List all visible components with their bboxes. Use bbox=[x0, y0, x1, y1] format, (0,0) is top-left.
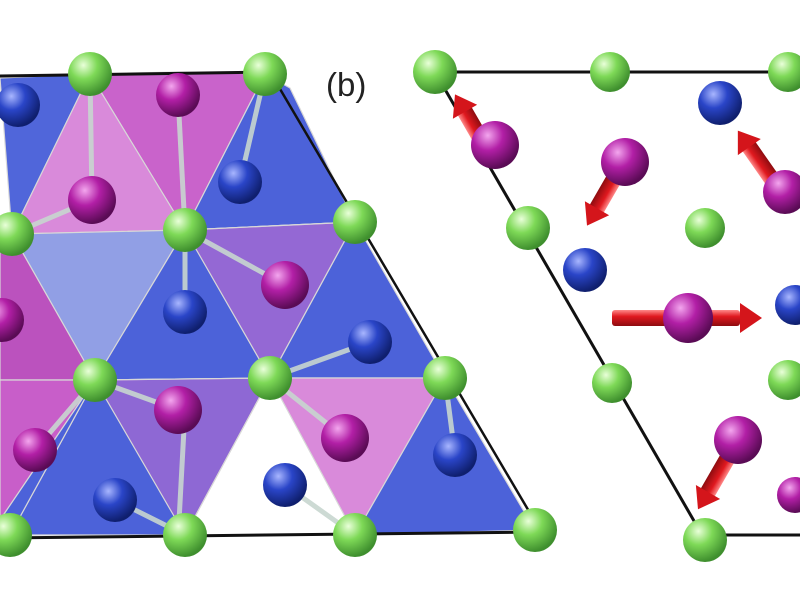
magenta-atom bbox=[13, 428, 57, 472]
magenta-atom bbox=[156, 73, 200, 117]
green-atom bbox=[0, 513, 32, 557]
green-atom bbox=[768, 360, 800, 400]
green-atom bbox=[423, 356, 467, 400]
magenta-atom bbox=[777, 477, 800, 513]
green-atom bbox=[163, 208, 207, 252]
magenta-atom bbox=[68, 176, 116, 224]
unit-cell-edge bbox=[268, 71, 542, 531]
blue-atom bbox=[93, 478, 137, 522]
panel-b bbox=[413, 50, 800, 562]
green-atoms bbox=[413, 50, 800, 562]
unit-cell-edge bbox=[0, 530, 541, 540]
blue-atom bbox=[433, 433, 477, 477]
green-atom bbox=[590, 52, 630, 92]
blue-atom bbox=[775, 285, 800, 325]
green-atom bbox=[333, 513, 377, 557]
blue-atom bbox=[0, 83, 40, 127]
green-atom bbox=[768, 52, 800, 92]
magenta-atom bbox=[601, 138, 649, 186]
blue-atom bbox=[163, 290, 207, 334]
magenta-atom bbox=[714, 416, 762, 464]
panel-a bbox=[0, 52, 557, 557]
green-atom bbox=[685, 208, 725, 248]
panel-label: (b) bbox=[326, 66, 367, 103]
blue-atoms bbox=[0, 83, 477, 522]
green-atoms bbox=[0, 52, 557, 557]
magenta-atoms bbox=[471, 121, 800, 513]
green-atom bbox=[333, 200, 377, 244]
magenta-atom bbox=[663, 293, 713, 343]
green-atom bbox=[506, 206, 550, 250]
magenta-atoms bbox=[0, 73, 369, 472]
green-atom bbox=[243, 52, 287, 96]
green-atom bbox=[592, 363, 632, 403]
blue-atoms bbox=[563, 81, 800, 325]
magenta-atom bbox=[0, 298, 24, 342]
magenta-atom bbox=[471, 121, 519, 169]
green-atom bbox=[163, 513, 207, 557]
unit-cell-edge bbox=[0, 70, 271, 78]
blue-atom bbox=[563, 248, 607, 292]
magenta-atom bbox=[154, 386, 202, 434]
blue-atom bbox=[218, 160, 262, 204]
green-atom bbox=[683, 518, 727, 562]
green-atom bbox=[513, 508, 557, 552]
green-atom bbox=[413, 50, 457, 94]
green-atom bbox=[248, 356, 292, 400]
blue-atom bbox=[263, 463, 307, 507]
magenta-atom bbox=[763, 170, 800, 214]
green-atom bbox=[0, 212, 34, 256]
green-atom bbox=[73, 358, 117, 402]
green-atom bbox=[68, 52, 112, 96]
blue-atom bbox=[698, 81, 742, 125]
magenta-atom bbox=[261, 261, 309, 309]
magenta-atom bbox=[321, 414, 369, 462]
blue-atom bbox=[348, 320, 392, 364]
